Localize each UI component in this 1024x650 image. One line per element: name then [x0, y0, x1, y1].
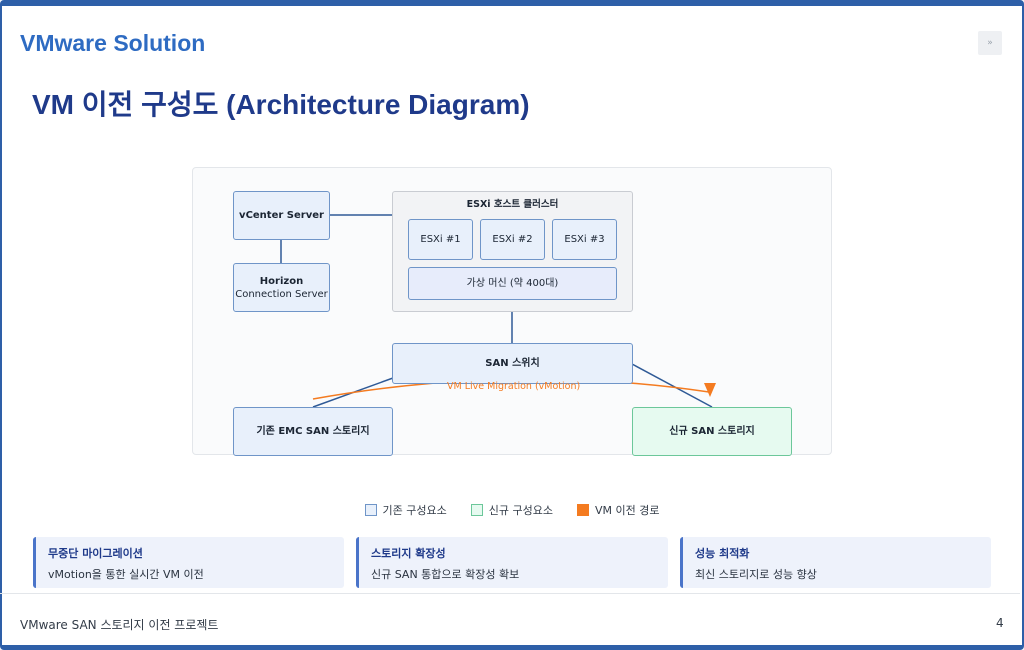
page-number: 4 — [996, 616, 1004, 630]
legend-old: 기존 구성요소 — [364, 502, 447, 518]
migration-arrow-icon — [704, 383, 716, 397]
card-description: 신규 SAN 통합으로 확장성 확보 — [371, 568, 520, 581]
feature-card-performance: 성능 최적화 최신 스토리지로 성능 향상 — [680, 537, 991, 588]
legend-new-label: 신규 구성요소 — [488, 504, 553, 517]
card-title: 스토리지 확장성 — [371, 547, 446, 560]
card-description: vMotion을 통한 실시간 VM 이전 — [48, 568, 204, 581]
expand-icon[interactable]: » — [978, 31, 1002, 55]
esxi-cluster-label: ESXi 호스트 클러스터 — [466, 199, 559, 210]
card-description: 최신 스토리지로 성능 향상 — [695, 568, 817, 581]
esxi-host-2: ESXi #2 — [480, 219, 545, 260]
old-storage-node: 기존 EMC SAN 스토리지 — [233, 407, 393, 456]
legend-path-swatch — [576, 504, 589, 516]
feature-card-scalability: 스토리지 확장성 신규 SAN 통합으로 확장성 확보 — [356, 537, 668, 588]
footer-project-name: VMware SAN 스토리지 이전 프로젝트 — [20, 618, 219, 632]
legend-old-swatch — [364, 504, 377, 516]
architecture-diagram: vCenter Server Horizon Connection Server… — [192, 167, 832, 456]
virtual-machines-node: 가상 머신 (약 400대) — [408, 267, 617, 300]
esxi-host-label: ESXi #3 — [564, 234, 605, 245]
new-storage-node: 신규 SAN 스토리지 — [632, 407, 792, 456]
esxi-host-label: ESXi #1 — [420, 234, 461, 245]
vcenter-server-node: vCenter Server — [233, 191, 330, 240]
footer-divider — [0, 593, 1020, 594]
legend-path-label: VM 이전 경로 — [594, 504, 660, 517]
legend-old-label: 기존 구성요소 — [382, 504, 447, 517]
old-storage-label: 기존 EMC SAN 스토리지 — [256, 426, 370, 437]
legend-new-swatch — [470, 504, 483, 516]
new-storage-label: 신규 SAN 스토리지 — [669, 426, 755, 437]
brand-title: VMware Solution — [20, 30, 206, 56]
horizon-title: Horizon — [259, 275, 304, 287]
vcenter-label: vCenter Server — [239, 210, 324, 221]
card-title: 무중단 마이그레이션 — [48, 547, 143, 560]
horizon-subtitle: Connection Server — [235, 288, 328, 300]
san-switch-label: SAN 스위치 — [485, 358, 540, 369]
horizon-node: Horizon Connection Server — [233, 263, 330, 312]
legend-new: 신규 구성요소 — [470, 502, 553, 518]
card-title: 성능 최적화 — [695, 547, 750, 560]
wire-san-new — [631, 363, 713, 408]
diagram-legend: 기존 구성요소 신규 구성요소 VM 이전 경로 — [0, 502, 1024, 518]
migration-label: VM Live Migration (vMotion) — [447, 381, 581, 392]
esxi-host-label: ESXi #2 — [492, 234, 533, 245]
vms-label: 가상 머신 (약 400대) — [466, 278, 559, 289]
legend-path: VM 이전 경로 — [576, 502, 660, 518]
esxi-host-1: ESXi #1 — [408, 219, 473, 260]
san-switch-node: SAN 스위치 — [392, 343, 633, 384]
feature-card-zero-downtime: 무중단 마이그레이션 vMotion을 통한 실시간 VM 이전 — [33, 537, 344, 588]
esxi-host-3: ESXi #3 — [552, 219, 617, 260]
page-title: VM 이전 구성도 (Architecture Diagram) — [32, 89, 530, 120]
